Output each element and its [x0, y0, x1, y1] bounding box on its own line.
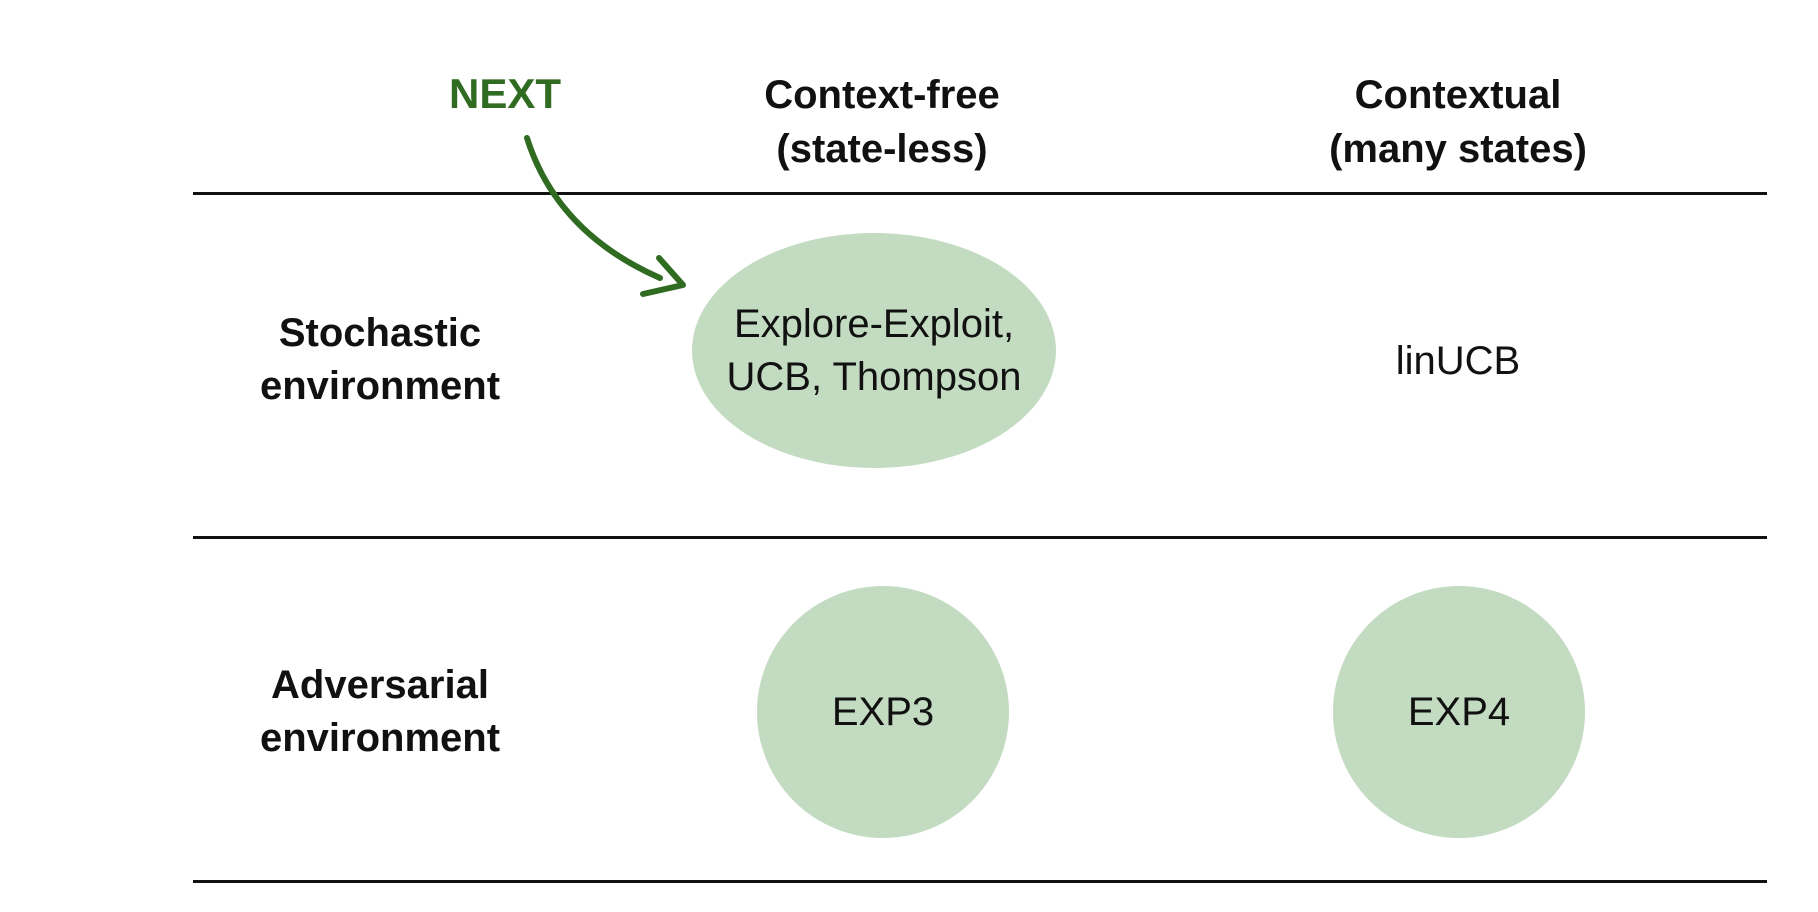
- cell-exp3: EXP3: [757, 586, 1009, 838]
- cell-explore-exploit-ucb-thompson: Explore-Exploit, UCB, Thompson: [692, 233, 1056, 468]
- row-header-adversarial-line1: Adversarial: [271, 663, 489, 707]
- row-header-stochastic-line1: Stochastic: [278, 311, 482, 355]
- row-header-adversarial-line2: environment: [259, 716, 501, 760]
- arrow-head: [640, 255, 686, 297]
- next-label: NEXT: [448, 70, 561, 117]
- row-header-stochastic-line2: environment: [259, 364, 501, 408]
- cell-exp3-label: EXP3: [831, 689, 935, 734]
- column-header-contextual: Contextual (many states): [1276, 68, 1640, 176]
- column-header-contextual-line2: (many states): [1329, 127, 1587, 171]
- column-header-contextual-line1: Contextual: [1354, 73, 1562, 117]
- column-header-context-free: Context-free (state-less): [700, 68, 1064, 176]
- cell-stochastic-contextfree-line2: UCB, Thompson: [726, 354, 1022, 399]
- column-header-context-free-line1: Context-free: [764, 73, 1000, 117]
- cell-stochastic-contextfree-line1: Explore-Exploit,: [733, 301, 1015, 346]
- cell-exp4: EXP4: [1333, 586, 1585, 838]
- row-header-stochastic: Stochastic environment: [210, 307, 550, 413]
- row-divider-rule: [193, 536, 1767, 539]
- header-rule: [193, 192, 1767, 195]
- row-header-adversarial: Adversarial environment: [210, 659, 550, 765]
- cell-linucb: linUCB: [1395, 339, 1521, 383]
- cell-exp4-label: EXP4: [1407, 689, 1511, 734]
- arrow-shaft: [524, 135, 663, 281]
- bottom-rule: [193, 880, 1767, 883]
- column-header-context-free-line2: (state-less): [776, 127, 988, 171]
